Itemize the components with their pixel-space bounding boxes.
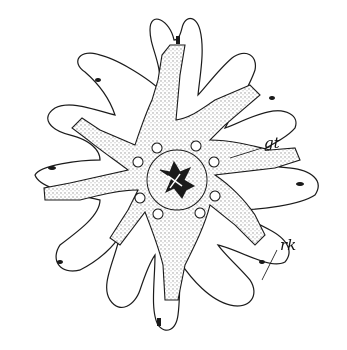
label-rk: rk — [280, 236, 296, 254]
label-gt: gt — [264, 134, 281, 152]
